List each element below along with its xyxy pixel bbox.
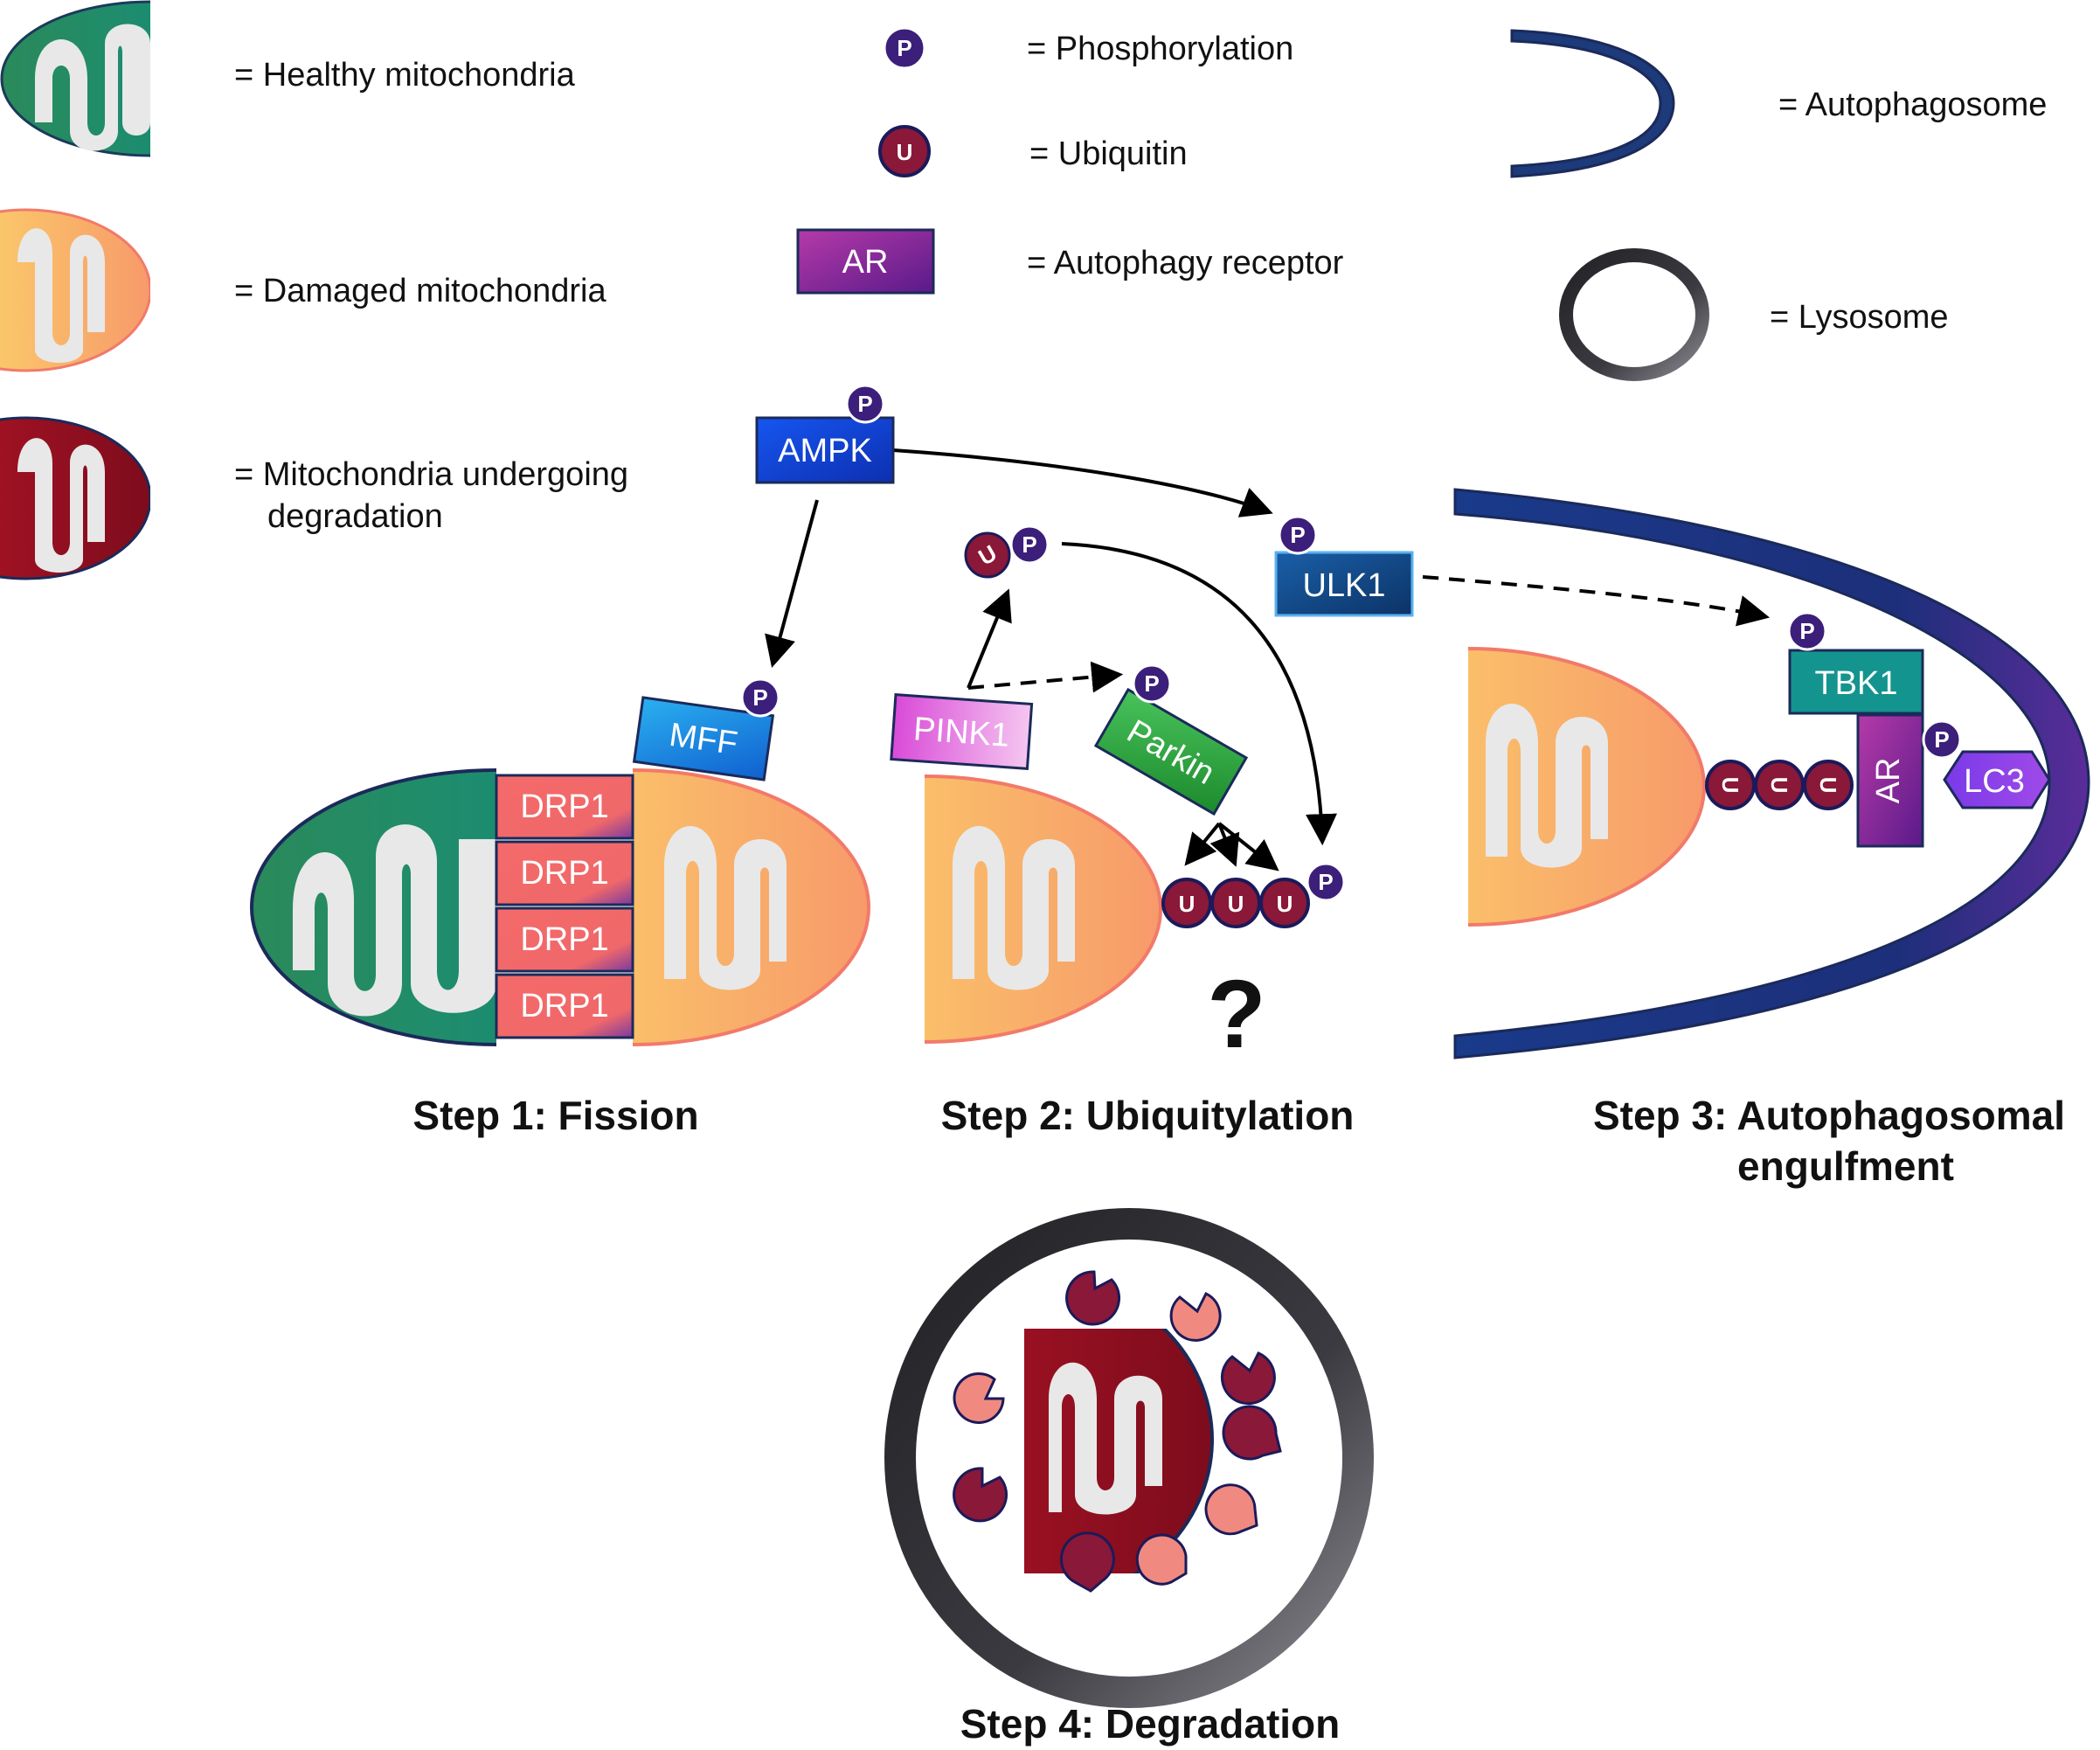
arrow-parkin-to-ub3 xyxy=(1217,822,1279,872)
legend-phosphorylation-icon: P xyxy=(883,26,926,70)
legend-degrading-label-line1: = Mitochondria undergoing xyxy=(234,456,628,493)
arrow-ampk-to-mff xyxy=(765,499,819,668)
legend-ubiquitin-label: = Ubiquitin xyxy=(1029,135,1188,172)
enzyme-2 xyxy=(1169,1292,1222,1342)
s3-ub-u1: U xyxy=(1717,777,1743,794)
step3-ubiquitin-chain: U U U xyxy=(1705,760,1854,810)
ulk1-phospho: P xyxy=(1278,515,1318,555)
question-mark: ? xyxy=(1207,961,1265,1068)
step3-label-line2: engulfment xyxy=(1737,1143,1954,1189)
mff-box: MFF xyxy=(632,696,775,781)
ar-phospho: P xyxy=(1922,719,1962,760)
drp1-box-1: DRP1 xyxy=(495,774,634,840)
parkin-p: P xyxy=(1144,670,1159,697)
step1-label: Step 1: Fission xyxy=(412,1093,698,1138)
step2-ubiquitin-chain: U U U P xyxy=(1161,862,1346,928)
arrow-parkin-to-ub1 xyxy=(1184,822,1221,866)
arrow-ulk1-to-tbk1 xyxy=(1422,575,1771,627)
drp1-box-4: DRP1 xyxy=(495,973,634,1039)
legend-degrading-label-line2: degradation xyxy=(267,498,443,535)
ulk1-box: ULK1 xyxy=(1274,551,1414,617)
enzyme-9 xyxy=(1059,1531,1115,1593)
step3-damaged-mitochondrion xyxy=(1468,647,1706,927)
legend-u-symbol: U xyxy=(897,139,913,165)
legend-autophagosome-label: = Autophagosome xyxy=(1778,87,2047,123)
step1-damaged-mitochondrion xyxy=(633,768,870,1046)
step3-autophagy-receptor: AR xyxy=(1856,713,1924,848)
step4-degrading-mitochondrion xyxy=(1024,1329,1214,1573)
legend-lysosome-label: = Lysosome xyxy=(1770,299,1949,336)
legend-ar-symbol: AR xyxy=(842,244,889,281)
legend-autophagosome-icon xyxy=(1510,29,1675,178)
legend-p-symbol: P xyxy=(897,35,911,61)
drp1-label-2: DRP1 xyxy=(520,855,608,892)
drp1-box-3: DRP1 xyxy=(495,906,634,973)
ub-chain-u1: U xyxy=(1179,891,1196,917)
step4-lysosomal-enzymes xyxy=(953,1270,1282,1593)
pathway-arrows xyxy=(765,448,1771,872)
s3-ar-label: AR xyxy=(1870,758,1907,804)
enzyme-6 xyxy=(953,1467,1008,1523)
legend-degrading-mitochondria-icon xyxy=(0,416,150,580)
enzyme-4 xyxy=(953,1372,1005,1424)
drp1-box-2: DRP1 xyxy=(495,840,634,906)
pink1-box: PINK1 xyxy=(890,693,1034,770)
mff-p: P xyxy=(752,684,767,711)
tbk1-label: TBK1 xyxy=(1814,665,1897,702)
legend-ubiquitin-icon: U xyxy=(878,125,931,177)
parkin-box: Parkin xyxy=(1093,687,1249,816)
ub-chain-p: P xyxy=(1318,869,1333,895)
legend-lysosome-icon xyxy=(1559,248,1709,381)
ulk1-label: ULK1 xyxy=(1302,567,1385,604)
step2-label: Step 2: Ubiquitylation xyxy=(941,1093,1355,1138)
lc3-box: LC3 xyxy=(1943,750,2051,809)
ampk-box: AMPK xyxy=(755,416,895,484)
step4-label: Step 4: Degradation xyxy=(960,1701,1341,1747)
enzyme-7 xyxy=(1204,1483,1258,1536)
ampk-p: P xyxy=(857,391,872,417)
arrow-parkin-to-ub2 xyxy=(1209,823,1240,867)
s3-ub-u2: U xyxy=(1766,777,1792,794)
enzyme-8 xyxy=(1135,1533,1188,1586)
s3-ub-u3: U xyxy=(1815,777,1841,794)
step3-label-line1: Step 3: Autophagosomal xyxy=(1593,1093,2065,1138)
step1-healthy-mitochondrion xyxy=(250,768,496,1046)
legend-autophagy-receptor-icon: AR xyxy=(796,228,935,295)
arrow-pink1-to-parkin xyxy=(967,661,1124,693)
ub-chain-u3: U xyxy=(1277,891,1293,917)
arrow-ampk-to-ulk1 xyxy=(892,448,1273,517)
legend-damaged-label: = Damaged mitochondria xyxy=(234,273,606,309)
ub-chain-u2: U xyxy=(1228,891,1244,917)
enzyme-1 xyxy=(1065,1270,1121,1326)
pink1-label: PINK1 xyxy=(912,711,1010,754)
step2-damaged-mitochondrion xyxy=(925,774,1162,1044)
step3-autophagosome xyxy=(1453,488,2090,1059)
arrow-pink1-to-up xyxy=(967,588,1012,689)
drp1-stack: DRP1 DRP1 DRP1 DRP1 xyxy=(495,774,634,1039)
tbk1-phospho: P xyxy=(1787,611,1827,651)
legend-damaged-mitochondria-icon xyxy=(0,208,150,372)
tbk1-box: TBK1 xyxy=(1788,649,1924,715)
parkin-phospho: P xyxy=(1132,663,1172,704)
legend-healthy-mitochondria-icon xyxy=(0,0,150,157)
lc3-label: LC3 xyxy=(1964,763,2025,800)
enzyme-5 xyxy=(1222,1405,1282,1461)
free-p: P xyxy=(1022,531,1036,558)
ulk1-p: P xyxy=(1290,522,1305,548)
drp1-label-3: DRP1 xyxy=(520,921,608,958)
drp1-label-1: DRP1 xyxy=(520,788,608,825)
mff-phospho: P xyxy=(740,677,780,718)
legend-phosphorylation-label: = Phosphorylation xyxy=(1027,31,1293,67)
ampk-phospho: P xyxy=(845,384,885,424)
legend-healthy-label: = Healthy mitochondria xyxy=(234,57,576,94)
legend-autophagy-receptor-label: = Autophagy receptor xyxy=(1027,245,1344,281)
ar-p: P xyxy=(1934,726,1949,753)
drp1-label-4: DRP1 xyxy=(520,988,608,1024)
ampk-label: AMPK xyxy=(778,433,872,469)
arrow-up-to-ubiquitin-chain xyxy=(1061,542,1337,846)
free-ubiquitin-phospho: U P xyxy=(964,524,1050,579)
enzyme-3 xyxy=(1220,1351,1276,1406)
tbk1-p: P xyxy=(1799,618,1814,644)
